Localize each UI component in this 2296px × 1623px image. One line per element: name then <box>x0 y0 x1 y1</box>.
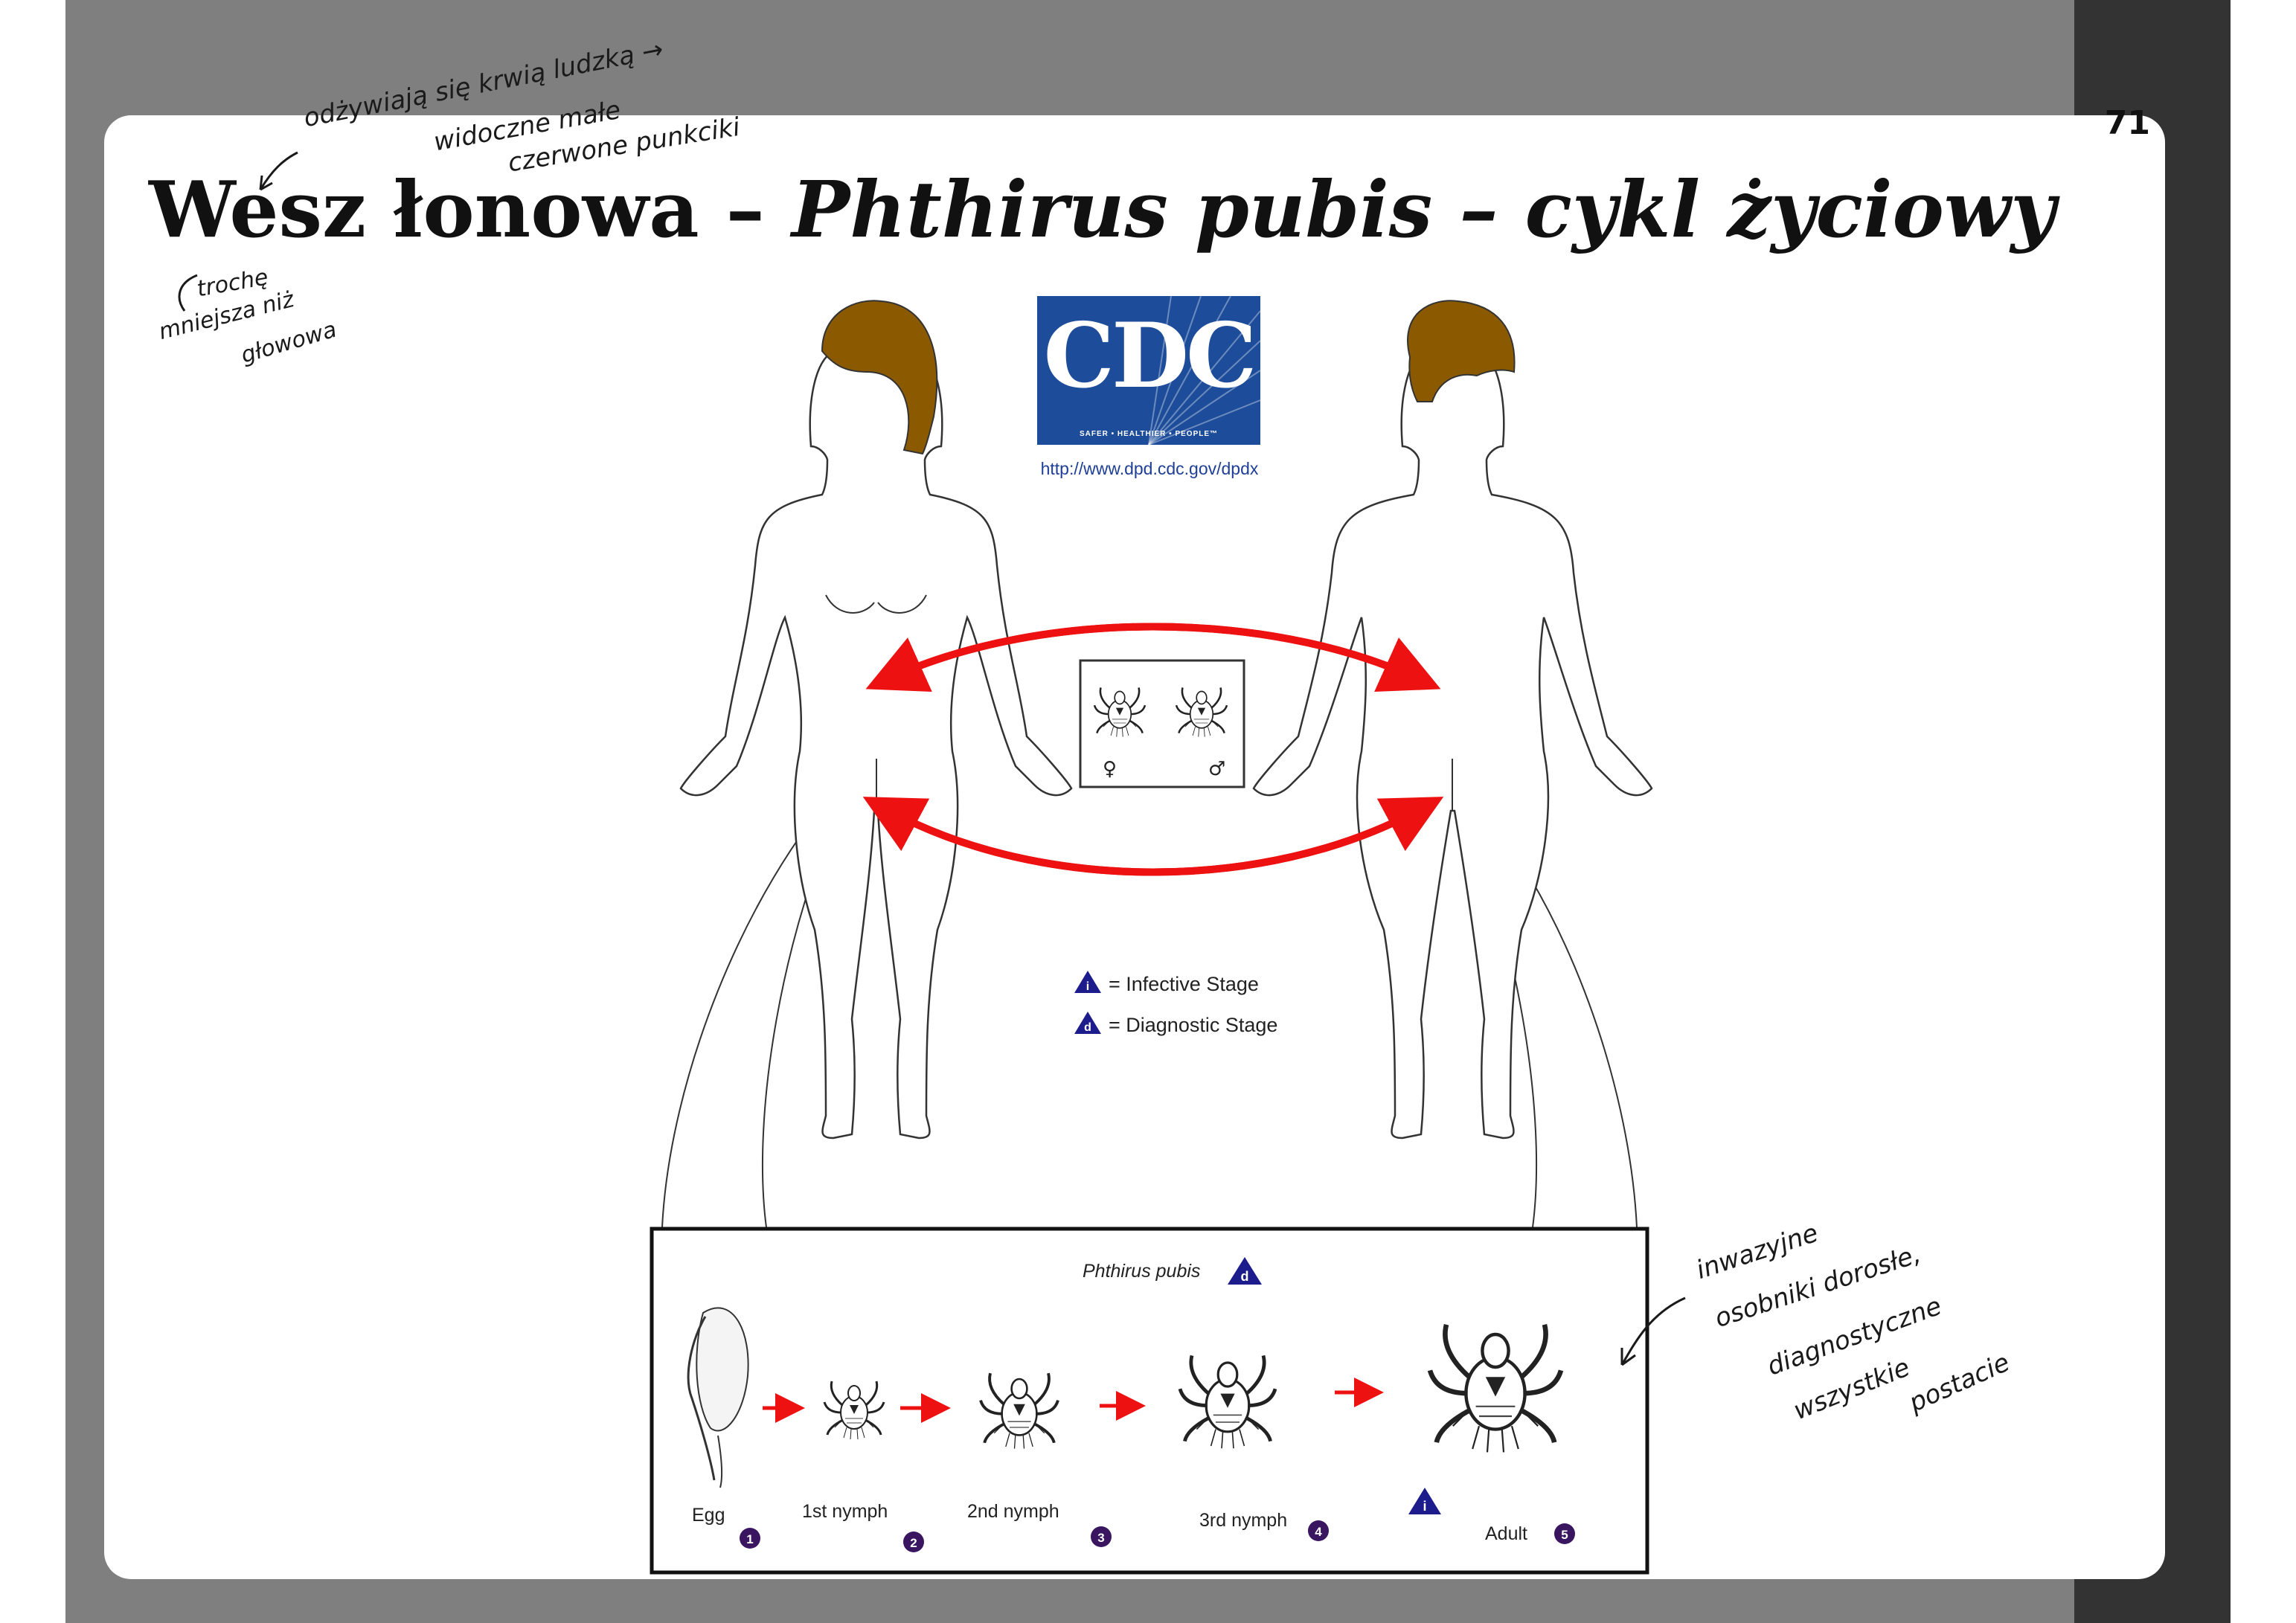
adult-badge: i <box>1423 1499 1426 1514</box>
stage-legend: i = Infective Stage d = Diagnostic Stage <box>1074 971 1277 1036</box>
adult-lice-box: ♀ ♂ <box>1080 661 1244 787</box>
legend-badge-i: i <box>1086 980 1089 993</box>
legend-badge-d: d <box>1084 1021 1091 1034</box>
box-title-badge: d <box>1241 1269 1249 1284</box>
female-figure <box>681 301 1071 1138</box>
female-symbol: ♀ <box>1103 758 1117 780</box>
legend-diagnostic-stage: = Diagnostic Stage <box>1109 1014 1277 1036</box>
stage-number-5: 5 <box>1561 1528 1568 1542</box>
stage-label-third-nymph: 3rd nymph <box>1199 1510 1287 1531</box>
life-cycle-box: Phthirus pubis d Egg 1 1st nymph 2 2nd n… <box>652 1229 1647 1572</box>
stage-number-1: 1 <box>746 1532 753 1546</box>
stage-label-first-nymph: 1st nymph <box>802 1501 888 1522</box>
male-symbol: ♂ <box>1208 758 1225 780</box>
stage-label-adult: Adult <box>1485 1523 1527 1544</box>
stage-number-3: 3 <box>1097 1531 1104 1545</box>
stage-label-egg: Egg <box>692 1505 725 1526</box>
stage-number-2: 2 <box>910 1536 917 1550</box>
stage-label-second-nymph: 2nd nymph <box>967 1501 1059 1522</box>
stage-number-4: 4 <box>1315 1525 1322 1539</box>
legend-infective-stage: = Infective Stage <box>1109 973 1259 995</box>
box-title: Phthirus pubis <box>1083 1261 1200 1282</box>
